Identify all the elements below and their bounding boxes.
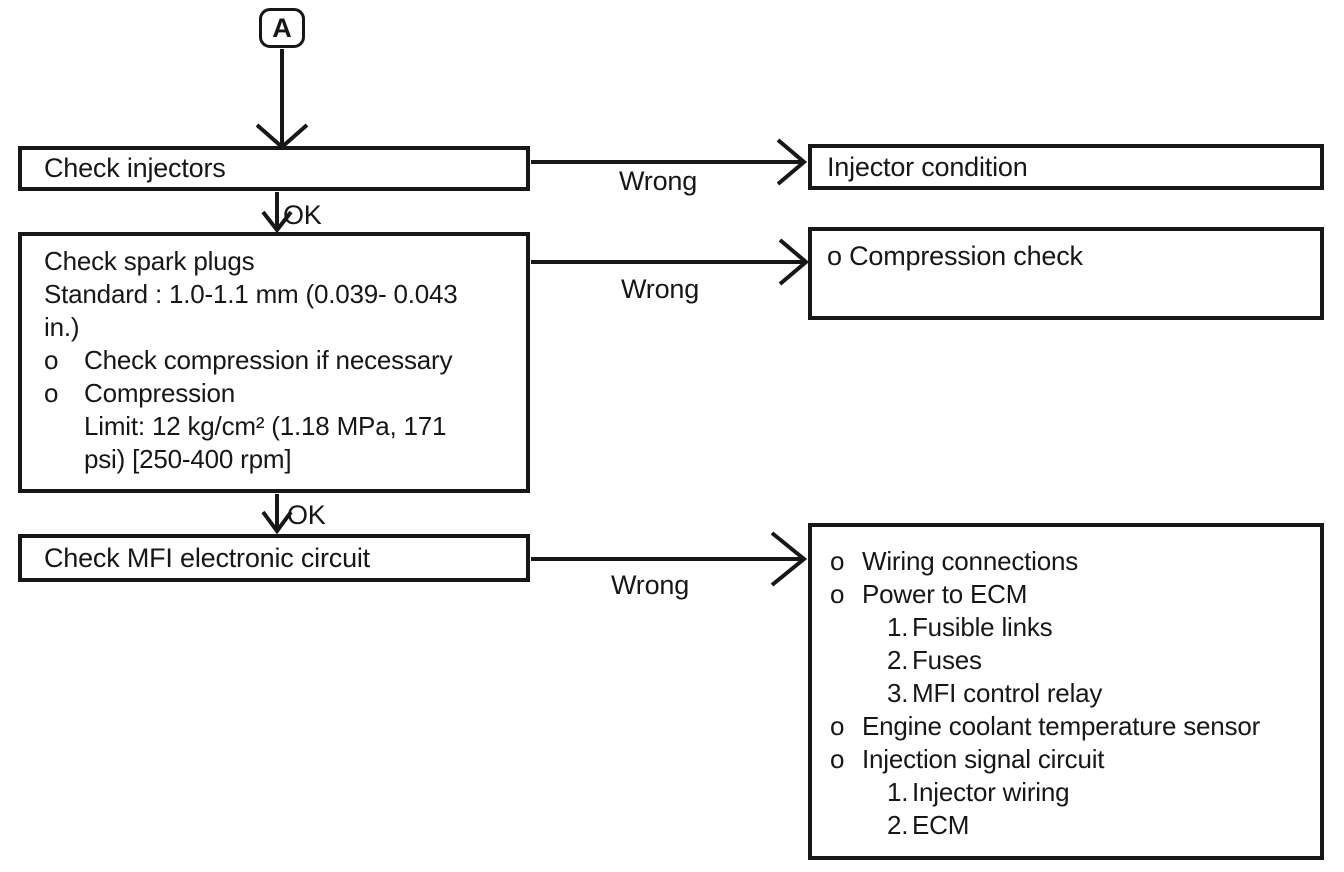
list-item-text: Injection signal circuit	[862, 744, 1105, 774]
arrowhead-right-icon	[776, 138, 808, 186]
box-check-mfi-circuit: Check MFI electronic circuit	[18, 534, 530, 582]
list-item-text: ECM	[912, 810, 970, 840]
bullet-item-text: Check compression if necessary	[84, 345, 453, 375]
list-item-text: Fuses	[912, 645, 982, 675]
box-compression-check: o Compression check	[808, 227, 1324, 320]
limit-spec-line: Limit: 12 kg/cm² (1.18 MPa, 171	[84, 411, 447, 441]
connector-a-label: A	[272, 12, 292, 43]
list-item: 2. Fuses	[812, 644, 1320, 677]
list-item: 2. ECM	[812, 809, 1320, 842]
list-item: 1. Fusible links	[812, 611, 1320, 644]
box-check-injectors: Check injectors	[18, 146, 530, 191]
arrowhead-down-icon	[261, 210, 293, 234]
list-number: 1.	[887, 777, 909, 807]
list-item: o Engine coolant temperature sensor	[812, 710, 1320, 743]
list-item-text: Wiring connections	[862, 546, 1079, 576]
bullet: o	[44, 345, 59, 375]
arrow-ok-2	[261, 494, 293, 535]
list-item: o Injection signal circuit	[812, 743, 1320, 776]
arrow-ok-1	[261, 192, 293, 234]
edge-label-wrong: Wrong	[621, 274, 700, 304]
step-label: Check MFI electronic circuit	[44, 542, 370, 573]
limit-spec-line: psi) [250-400 rpm]	[84, 444, 292, 474]
list-number: 3.	[887, 678, 909, 708]
box-mfi-circuit-causes: o Wiring connections o Power to ECM 1. F…	[808, 523, 1324, 860]
bullet-item: o Check compression if necessary	[22, 344, 526, 377]
edge-label-ok: OK	[287, 500, 326, 530]
list-item: 3. MFI control relay	[812, 677, 1320, 710]
list-number: 2.	[887, 645, 909, 675]
arrow-wrong-3	[531, 531, 808, 587]
standard-spec-line: Standard : 1.0-1.1 mm (0.039- 0.043	[44, 279, 458, 309]
bullet-item: o Compression	[22, 377, 526, 410]
list-item-text: Fusible links	[912, 612, 1053, 642]
list-item-text: MFI control relay	[912, 678, 1103, 708]
list-item-text: Injector wiring	[912, 777, 1070, 807]
step-label: Check injectors	[44, 153, 226, 183]
edge-label-wrong: Wrong	[619, 166, 698, 196]
arrowhead-down-icon	[261, 510, 293, 535]
bullet: o	[830, 579, 845, 609]
list-item: o Power to ECM	[812, 578, 1320, 611]
box-injector-condition: Injector condition	[808, 144, 1324, 190]
arrow-wrong-1	[531, 138, 808, 186]
edge-label-wrong: Wrong	[611, 570, 690, 600]
list-number: 2.	[887, 810, 909, 840]
bullet: o	[830, 744, 845, 774]
result-label: Injector condition	[827, 151, 1028, 182]
arrowhead-right-icon	[770, 531, 808, 587]
list-number: 1.	[887, 612, 909, 642]
arrowhead-right-icon	[778, 238, 810, 286]
bullet: o	[44, 378, 59, 408]
standard-spec-line: in.)	[44, 312, 80, 342]
connector-a: A	[259, 8, 305, 48]
result-label: o Compression check	[827, 241, 1083, 271]
list-item-text: Engine coolant temperature sensor	[862, 711, 1261, 741]
arrow-a-to-check-injectors	[255, 49, 309, 150]
arrow-wrong-2	[531, 238, 810, 286]
edge-label-ok: OK	[283, 200, 322, 230]
bullet-item-text: Compression	[84, 378, 235, 408]
box-check-spark-plugs: Check spark plugs Standard : 1.0-1.1 mm …	[18, 232, 530, 493]
step-label: Check spark plugs	[44, 246, 255, 276]
bullet: o	[830, 711, 845, 741]
bullet: o	[830, 546, 845, 576]
list-item: o Wiring connections	[812, 545, 1320, 578]
list-item-text: Power to ECM	[862, 579, 1028, 609]
list-item: 1. Injector wiring	[812, 776, 1320, 809]
